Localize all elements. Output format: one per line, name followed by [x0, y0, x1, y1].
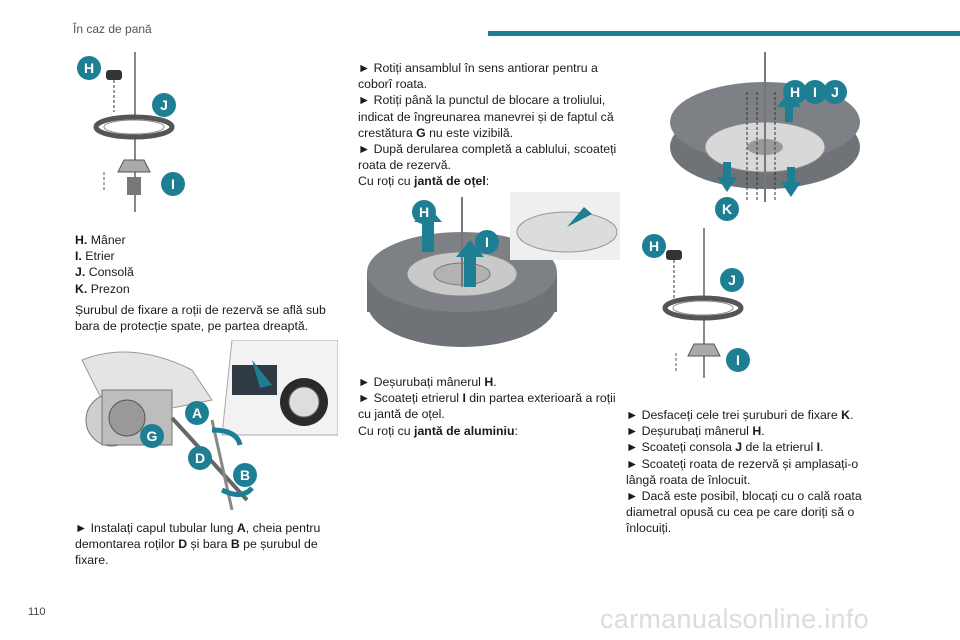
step-remove-spare: ► După derularea completă a cablului, sc…: [358, 142, 617, 173]
steps-alloy-rim: ► Desfaceți cele trei șuruburi de fixare…: [626, 407, 888, 537]
label-badge-h: H: [77, 56, 101, 80]
svg-text:J: J: [728, 272, 736, 288]
svg-text:D: D: [195, 450, 205, 466]
svg-text:B: B: [240, 467, 250, 483]
section-title: În caz de pană: [73, 22, 152, 36]
label-badge-h: H: [412, 200, 436, 224]
svg-text:H: H: [84, 60, 94, 76]
label-badge-h: H: [642, 234, 666, 258]
label-badge-i: I: [803, 80, 827, 104]
legend-list: H. Mâner I. Etrier J. Consolă K. Prezon: [75, 232, 134, 297]
svg-text:I: I: [171, 176, 175, 192]
label-badge-a: A: [185, 401, 209, 425]
legend-item: J. Consolă: [75, 265, 134, 280]
svg-text:A: A: [192, 405, 202, 421]
label-badge-d: D: [188, 446, 212, 470]
figure-handle-bracket-detail: H J I: [642, 228, 750, 378]
step-winch: ► Rotiți până la punctul de blocare a tr…: [358, 93, 614, 140]
step-place-spare: ► Scoateți roata de rezervă și amplasați…: [626, 456, 859, 487]
steps-steel-rim: ► Deșurubați mânerul H. ► Scoateți etrie…: [358, 374, 620, 439]
svg-text:H: H: [790, 84, 800, 100]
step-chock-wheel: ► Dacă este posibil, blocați cu o cală r…: [626, 489, 862, 536]
label-badge-j: J: [720, 268, 744, 292]
svg-text:H: H: [649, 238, 659, 254]
legend-item: K. Prezon: [75, 281, 130, 296]
label-badge-k: K: [715, 197, 739, 221]
heading-alloy-rim: Cu roți cu jantă de aluminiu:: [358, 423, 518, 438]
svg-text:H: H: [419, 204, 429, 220]
figure-alloy-rim-removal: H I J K: [670, 52, 860, 221]
svg-text:I: I: [736, 352, 740, 368]
legend-item: H. Mâner: [75, 233, 126, 247]
svg-text:I: I: [813, 84, 817, 100]
header-accent-bar: [488, 31, 960, 36]
heading-steel-rim: Cu roți cu jantă de oțel:: [358, 174, 490, 189]
label-badge-h: H: [783, 80, 807, 104]
svg-text:I: I: [485, 234, 489, 250]
watermark: carmanualsonline.info: [600, 604, 869, 634]
svg-text:J: J: [160, 97, 168, 113]
label-badge-i: I: [726, 348, 750, 372]
step-undo-screws: ► Desfaceți cele trei șuruburi de fixare…: [626, 408, 854, 422]
step-rotate: ► Rotiți ansamblul în sens antiorar pent…: [358, 61, 598, 92]
svg-text:J: J: [831, 84, 839, 100]
step-unscrew-handle: ► Deșurubați mânerul H.: [358, 375, 497, 389]
step-remove-console: ► Scoateți consola J de la etrierul I.: [626, 440, 824, 455]
label-badge-i: I: [161, 172, 185, 196]
step-remove-bracket: ► Scoateți etrierul I din partea exterio…: [358, 391, 616, 422]
svg-text:G: G: [147, 428, 158, 444]
label-badge-i: I: [475, 230, 499, 254]
step-unscrew-handle: ► Deșurubați mânerul H.: [626, 424, 765, 439]
label-badge-j: J: [152, 93, 176, 117]
figure-steel-rim-removal: H I: [367, 192, 620, 347]
page-number: 110: [28, 606, 46, 618]
figure-handle-bracket-assembly: H J I: [77, 52, 185, 212]
label-badge-g: G: [140, 424, 164, 448]
legend-item: I. Etrier: [75, 249, 115, 264]
label-badge-b: B: [233, 463, 257, 487]
label-badge-j: J: [823, 80, 847, 104]
paragraph-spare-wheel-location: Șurubul de fixare a roții de rezervă se …: [75, 303, 326, 334]
figure-tool-installation: A G D B: [72, 340, 338, 510]
step-install-tool: ► Instalați capul tubular lung A, cheia …: [75, 521, 321, 568]
steps-lower-wheel: ► Rotiți ansamblul în sens antiorar pent…: [358, 60, 620, 190]
svg-text:K: K: [722, 201, 732, 217]
